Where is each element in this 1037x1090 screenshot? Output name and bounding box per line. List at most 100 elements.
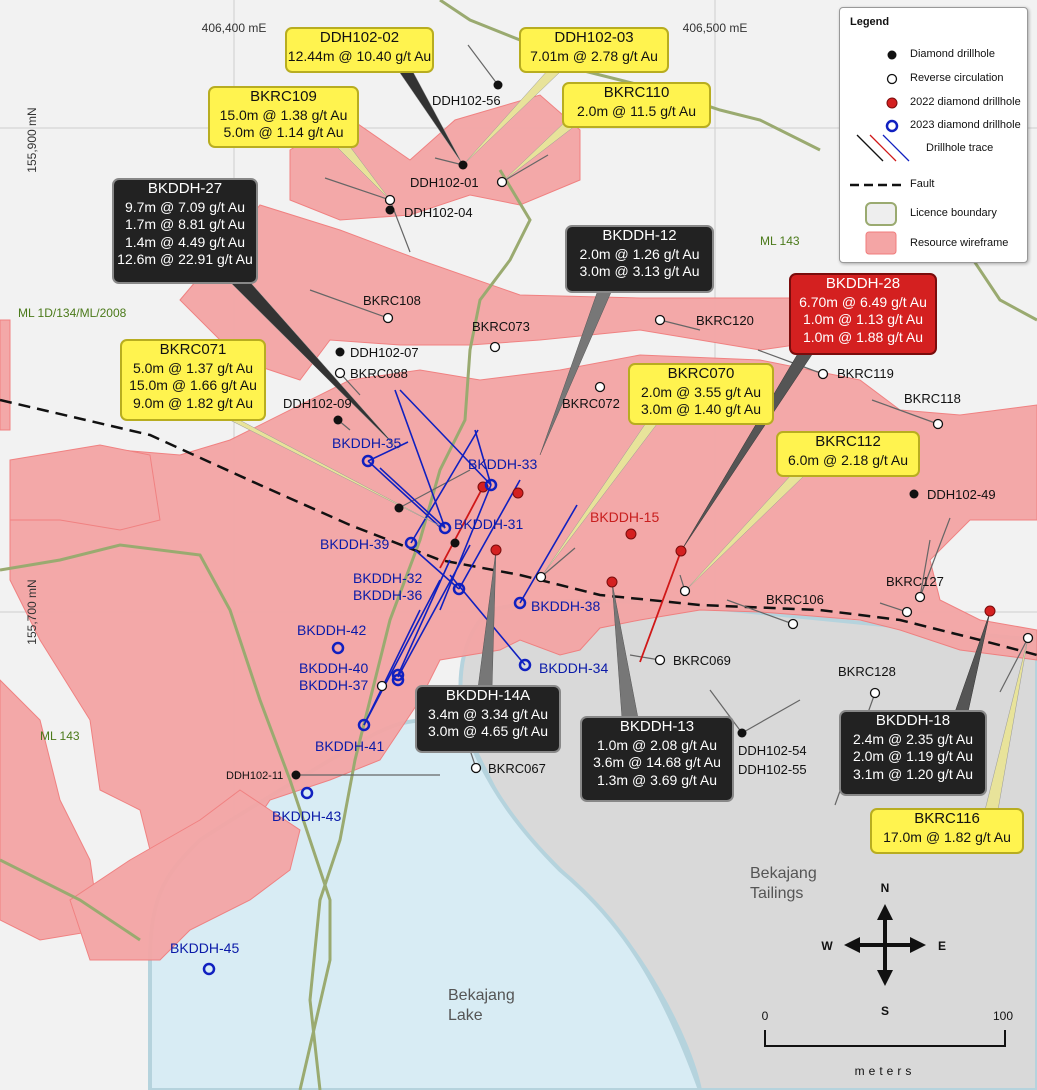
label-bkrc072: BKRC072: [562, 396, 620, 411]
callout-title: DDH102-03: [554, 29, 634, 46]
callout-line: 7.01m @ 2.78 g/t Au: [530, 47, 658, 64]
label-bkrc127: BKRC127: [886, 574, 944, 589]
callout-bkddh-14a: BKDDH-14A 3.4m @ 3.34 g/t Au 3.0m @ 4.65…: [415, 685, 561, 753]
label-bkrc120: BKRC120: [696, 313, 754, 328]
callout-line: 6.70m @ 6.49 g/t Au: [799, 293, 927, 310]
lake-label-2: Lake: [448, 1007, 483, 1024]
scale-bar: [764, 1030, 1006, 1047]
callout-line: 9.7m @ 7.09 g/t Au: [124, 198, 246, 215]
callout-title: BKRC070: [667, 365, 735, 382]
label-bkddh-35: BKDDH-35: [332, 435, 401, 451]
callout-leaders: [209, 69, 1029, 811]
legend-dd2022: 2022 diamond drillhole: [910, 96, 1021, 108]
callout-title: BKRC071: [159, 341, 227, 358]
callout-line: 2.4m @ 2.35 g/t Au: [852, 730, 974, 747]
tailings-label-2: Tailings: [750, 885, 803, 902]
callout-line: 15.0m @ 1.66 g/t Au: [129, 377, 257, 394]
callout-bkddh-13: BKDDH-13 1.0m @ 2.08 g/t Au 3.6m @ 14.68…: [580, 716, 734, 802]
callout-title: BKDDH-27: [147, 180, 223, 197]
callout-line: 12.6m @ 22.91 g/t Au: [117, 251, 253, 268]
callout-title: BKRC109: [250, 88, 317, 105]
callout-line: 3.1m @ 1.20 g/t Au: [852, 765, 974, 782]
callout-ddh102-02: DDH102-02 12.44m @ 10.40 g/t Au: [285, 27, 434, 73]
resource-wireframe: [0, 94, 1037, 961]
label-ddh102-07: DDH102-07: [350, 345, 419, 360]
callout-line: 9.0m @ 1.82 g/t Au: [132, 394, 254, 411]
callout-title: BKDDH-14A: [445, 687, 531, 704]
callout-bkrc109: BKRC109 15.0m @ 1.38 g/t Au 5.0m @ 1.14 …: [208, 86, 359, 148]
label-bkrc067: BKRC067: [488, 761, 546, 776]
label-bkddh-40: BKDDH-40: [299, 660, 368, 676]
callout-line: 3.0m @ 1.40 g/t Au: [640, 401, 762, 418]
label-bkddh-45: BKDDH-45: [170, 940, 239, 956]
callout-bkrc110: BKRC110 2.0m @ 11.5 g/t Au: [562, 82, 711, 128]
callout-bkrc116: BKRC116 17.0m @ 1.82 g/t Au: [870, 808, 1024, 854]
ml-left-label: ML 1D/134/ML/2008: [18, 306, 127, 320]
label-ddh102-49: DDH102-49: [927, 487, 996, 502]
label-ddh102-11: DDH102-11: [226, 770, 283, 782]
lake-label-1: Bekajang: [448, 987, 515, 1004]
label-ddh102-04: DDH102-04: [404, 205, 473, 220]
traces-2023: [363, 389, 578, 726]
callout-line: 2.0m @ 1.26 g/t Au: [579, 245, 700, 262]
label-bkddh-37: BKDDH-37: [299, 677, 368, 693]
label-ddh102-55: DDH102-55: [738, 762, 807, 777]
callout-line: 1.0m @ 1.88 g/t Au: [802, 328, 924, 345]
callout-bkrc112: BKRC112 6.0m @ 2.18 g/t Au: [776, 431, 920, 477]
label-ddh102-54: DDH102-54: [738, 743, 807, 758]
callout-title: BKRC110: [603, 84, 670, 101]
callout-line: 5.0m @ 1.14 g/t Au: [223, 124, 344, 141]
label-bkrc128: BKRC128: [838, 664, 896, 679]
legend-wireframe: Resource wireframe: [910, 237, 1009, 249]
label-bkddh-33: BKDDH-33: [468, 456, 537, 472]
legend-fault: Fault: [910, 178, 935, 190]
label-bkrc108: BKRC108: [363, 293, 421, 308]
fault-line: [0, 398, 1037, 657]
scale-end: 100: [993, 1009, 1013, 1023]
callout-line: 17.0m @ 1.82 g/t Au: [883, 828, 1011, 845]
label-bkddh-38: BKDDH-38: [531, 598, 600, 614]
callout-line: 1.0m @ 1.13 g/t Au: [802, 311, 924, 328]
legend-symbols: [850, 50, 910, 255]
label-bkddh-42: BKDDH-42: [297, 622, 366, 638]
easting-label-2: 406,500 mE: [683, 21, 748, 35]
ml-143-right-label: ML 143: [760, 234, 800, 248]
callout-title: BKDDH-13: [619, 718, 695, 735]
callout-line: 1.4m @ 4.49 g/t Au: [124, 233, 246, 250]
label-bkrc106: BKRC106: [766, 592, 824, 607]
legend-dd2023: 2023 diamond drillhole: [910, 119, 1021, 131]
callout-title: BKRC112: [815, 433, 881, 450]
callout-title: BKDDH-18: [875, 712, 951, 729]
label-bkddh-32: BKDDH-32: [353, 570, 422, 586]
scale-start: 0: [762, 1009, 769, 1023]
compass-e: E: [938, 939, 946, 953]
callout-line: 2.0m @ 1.19 g/t Au: [852, 748, 974, 765]
callout-line: 1.0m @ 2.08 g/t Au: [596, 736, 718, 753]
compass-n: N: [881, 881, 890, 895]
label-bkrc118: BKRC118: [904, 391, 961, 406]
label-bkddh-34: BKDDH-34: [539, 660, 608, 676]
tailings-label-1: Bekajang: [750, 865, 817, 882]
label-bkrc088: BKRC088: [350, 366, 408, 381]
callout-bkddh-12: BKDDH-12 2.0m @ 1.26 g/t Au 3.0m @ 3.13 …: [565, 225, 714, 293]
easting-label-1: 406,400 mE: [202, 21, 267, 35]
northing-label-1: 155,900 mN: [25, 107, 39, 172]
label-bkrc073: BKRC073: [472, 319, 530, 334]
callout-bkddh-28: BKDDH-28 6.70m @ 6.49 g/t Au 1.0m @ 1.13…: [789, 273, 937, 355]
callout-bkrc071: BKRC071 5.0m @ 1.37 g/t Au 15.0m @ 1.66 …: [120, 339, 266, 421]
callout-title: DDH102-02: [319, 29, 400, 46]
label-bkddh-36: BKDDH-36: [353, 587, 422, 603]
label-bkrc119: BKRC119: [837, 366, 894, 381]
legend-rc: Reverse circulation: [910, 72, 1004, 84]
label-ddh102-09: DDH102-09: [283, 396, 352, 411]
callout-line: 1.7m @ 8.81 g/t Au: [124, 216, 246, 233]
rc-holes: [334, 176, 1034, 774]
holes-2022: [477, 481, 996, 617]
traces-2022: [439, 486, 682, 663]
callout-bkddh-18: BKDDH-18 2.4m @ 2.35 g/t Au 2.0m @ 1.19 …: [839, 710, 987, 796]
legend-trace: Drillhole trace: [926, 142, 994, 154]
legend-licence: Licence boundary: [910, 207, 997, 219]
compass-s: S: [881, 1004, 889, 1018]
callout-title: BKDDH-28: [825, 275, 901, 292]
label-ddh102-01: DDH102-01: [410, 175, 479, 190]
